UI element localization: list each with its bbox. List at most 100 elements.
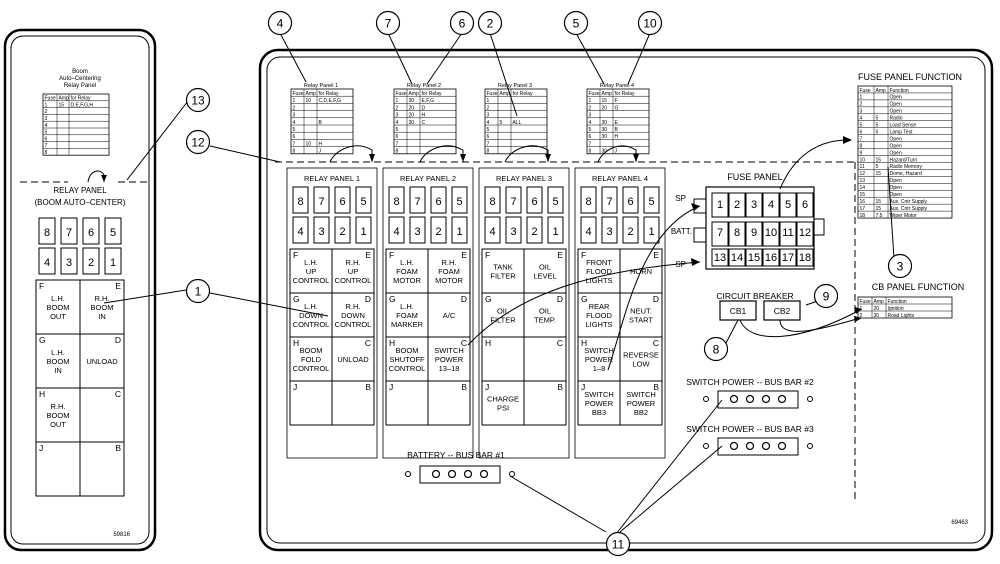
fuse-function-cell: 6	[860, 129, 863, 135]
left-panel-relay-label: R.H.	[51, 402, 66, 411]
relay-panel-1-relay-label: CONTROL	[335, 320, 372, 329]
relay-panel-2-relay-label: R.H.	[442, 258, 457, 267]
fuse-cell-label: 2	[734, 199, 740, 211]
left-panel-socket	[60, 247, 78, 275]
relay-panel-3-relay-label: CHARGE	[487, 395, 519, 404]
bus-bar-terminal	[761, 394, 771, 404]
relay-table-4-cell: F	[615, 98, 618, 104]
left-fuse-table-cell: 8	[45, 150, 48, 156]
fuse-cell-label: 18	[799, 252, 811, 264]
relay-panel-1-relay-letter: G	[293, 294, 300, 304]
left-fuse-table-cell: 7	[45, 143, 48, 149]
fuse-cell-label: 5	[785, 199, 791, 211]
relay-panel-3-relay-label: OIL	[497, 307, 509, 316]
relay-panel-1-socket-label: 8	[297, 196, 303, 208]
left-panel-socket-label: 8	[44, 227, 50, 239]
left-panel-relay-letter: H	[39, 389, 45, 399]
relay-table-1-cell: 6	[293, 134, 296, 140]
relay-panel-4-socket	[622, 186, 639, 214]
relay-table-3-cell: ALL	[513, 120, 522, 126]
relay-table-2-cell: 20	[409, 113, 415, 119]
cb-function-header-cell: Function	[888, 299, 907, 305]
relay-panel-3-relay-label: FILTER	[490, 316, 516, 325]
relay-panel-2-relay-label: MOTOR	[393, 276, 421, 285]
relay-panel-2-relay-label: POWER	[435, 355, 464, 364]
fuse-function-cell: 1	[860, 95, 863, 101]
relay-panel-4-socket-label: 7	[606, 196, 612, 208]
relay-panel-1-relay-label: CONTROL	[293, 364, 330, 373]
relay-panel-1-socket-label: 1	[360, 226, 366, 238]
relay-panel-4-relay-label: BB2	[634, 408, 648, 417]
fuse-cell-label: 12	[799, 227, 811, 239]
cb-function-header-cell: Amp	[874, 299, 885, 305]
fuse-function-cell: 5	[860, 123, 863, 129]
relay-table-4-cell: H	[615, 134, 619, 140]
relay-panel-4-relay-letter: D	[653, 294, 659, 304]
fuse-panel-sp-1: SP	[675, 194, 686, 203]
callout-9	[813, 283, 839, 309]
fuse-function-header-cell: Function	[890, 88, 909, 94]
fuse-function-cell: Radio	[890, 116, 903, 122]
bus-bar-2-label: SWITCH POWER -- BUS BAR #2	[686, 377, 814, 387]
fuse-cell-label: 7	[717, 227, 723, 239]
relay-table-3-cell: 3	[487, 113, 490, 119]
left-fuse-table-cell: 15	[59, 102, 65, 108]
relay-table-2-header-cell: Fuse	[396, 91, 407, 97]
relay-table-2-cell: 30	[409, 120, 415, 126]
relay-panel-1-socket	[355, 186, 372, 214]
fuse-function-cell: Open	[890, 150, 902, 156]
bus-bar-stud	[703, 396, 709, 402]
fuse-cell	[779, 192, 797, 218]
relay-table-2-cell: E,F,G	[422, 98, 435, 104]
relay-panel-4-relay-label: FLOOD	[586, 311, 612, 320]
callout-10	[637, 10, 663, 36]
left-panel-relay-label: BOOM	[47, 303, 70, 312]
relay-panel-1-socket	[292, 216, 309, 244]
fuse-cell	[762, 192, 780, 218]
relay-panel-3-relay-label: OIL	[539, 307, 551, 316]
relay-panel-2-relay-letter: J	[389, 382, 393, 392]
fuse-cell	[779, 221, 797, 247]
fuse-function-cell: Open	[890, 178, 902, 184]
relay-table-4-cell: 30	[602, 149, 608, 155]
relay-panel-frame	[286, 167, 378, 459]
relay-panel-2-socket-label: 7	[414, 196, 420, 208]
relay-panel-4-relay-letter: E	[653, 250, 659, 260]
relay-panel-3-socket-label: 8	[489, 196, 495, 208]
relay-panel-2-relay-label: FOAM	[396, 267, 418, 276]
fuse-function-cell: 8	[860, 143, 863, 149]
relay-panel-1-relay-label: DOWN	[299, 311, 323, 320]
fuse-cell	[728, 221, 746, 247]
left-panel-socket	[82, 217, 100, 245]
relay-table-3-header-cell: for Relay	[513, 91, 534, 97]
callout-3	[887, 253, 913, 279]
relay-panel-3-socket	[547, 216, 564, 244]
fuse-function-cell: 15	[876, 171, 882, 177]
fuse-cell	[779, 248, 797, 267]
relay-table-4-header-cell: for Relay	[615, 91, 636, 97]
relay-panel-1-relay-label: BOOM	[300, 346, 323, 355]
relay-panel-1-socket-label: 4	[297, 226, 303, 238]
relay-panel-1-socket-label: 3	[318, 226, 324, 238]
relay-table-3-header-cell: Amp	[500, 91, 511, 97]
relay-panel-2-socket-label: 3	[414, 226, 420, 238]
bus-bar-terminal	[761, 441, 771, 451]
relay-panel-4-socket-label: 5	[648, 196, 654, 208]
circuit-breaker-title: CIRCUIT BREAKER	[716, 291, 793, 301]
relay-panel-4-socket-label: 6	[627, 196, 633, 208]
left-panel-relay-label: L.H.	[51, 294, 65, 303]
relay-panel-title: RELAY PANEL 3	[496, 174, 552, 183]
relay-panel-1-relay-letter: B	[365, 382, 371, 392]
fuse-cell	[711, 248, 729, 267]
relay-panel-4-relay-label: FLOOD	[586, 267, 612, 276]
left-panel-relay	[79, 441, 125, 497]
left-panel-socket-label: 3	[66, 257, 72, 269]
relay-panel-2-relay-label: MARKER	[391, 320, 424, 329]
relay-table-1-cell: H	[319, 141, 323, 147]
relay-table-1-cell: 4	[293, 120, 296, 126]
relay-panel-2-socket-label: 8	[393, 196, 399, 208]
relay-table-2-cell: 20	[409, 105, 415, 111]
leader-lines	[87, 32, 895, 535]
left-fuse-table-cell: 5	[45, 130, 48, 136]
